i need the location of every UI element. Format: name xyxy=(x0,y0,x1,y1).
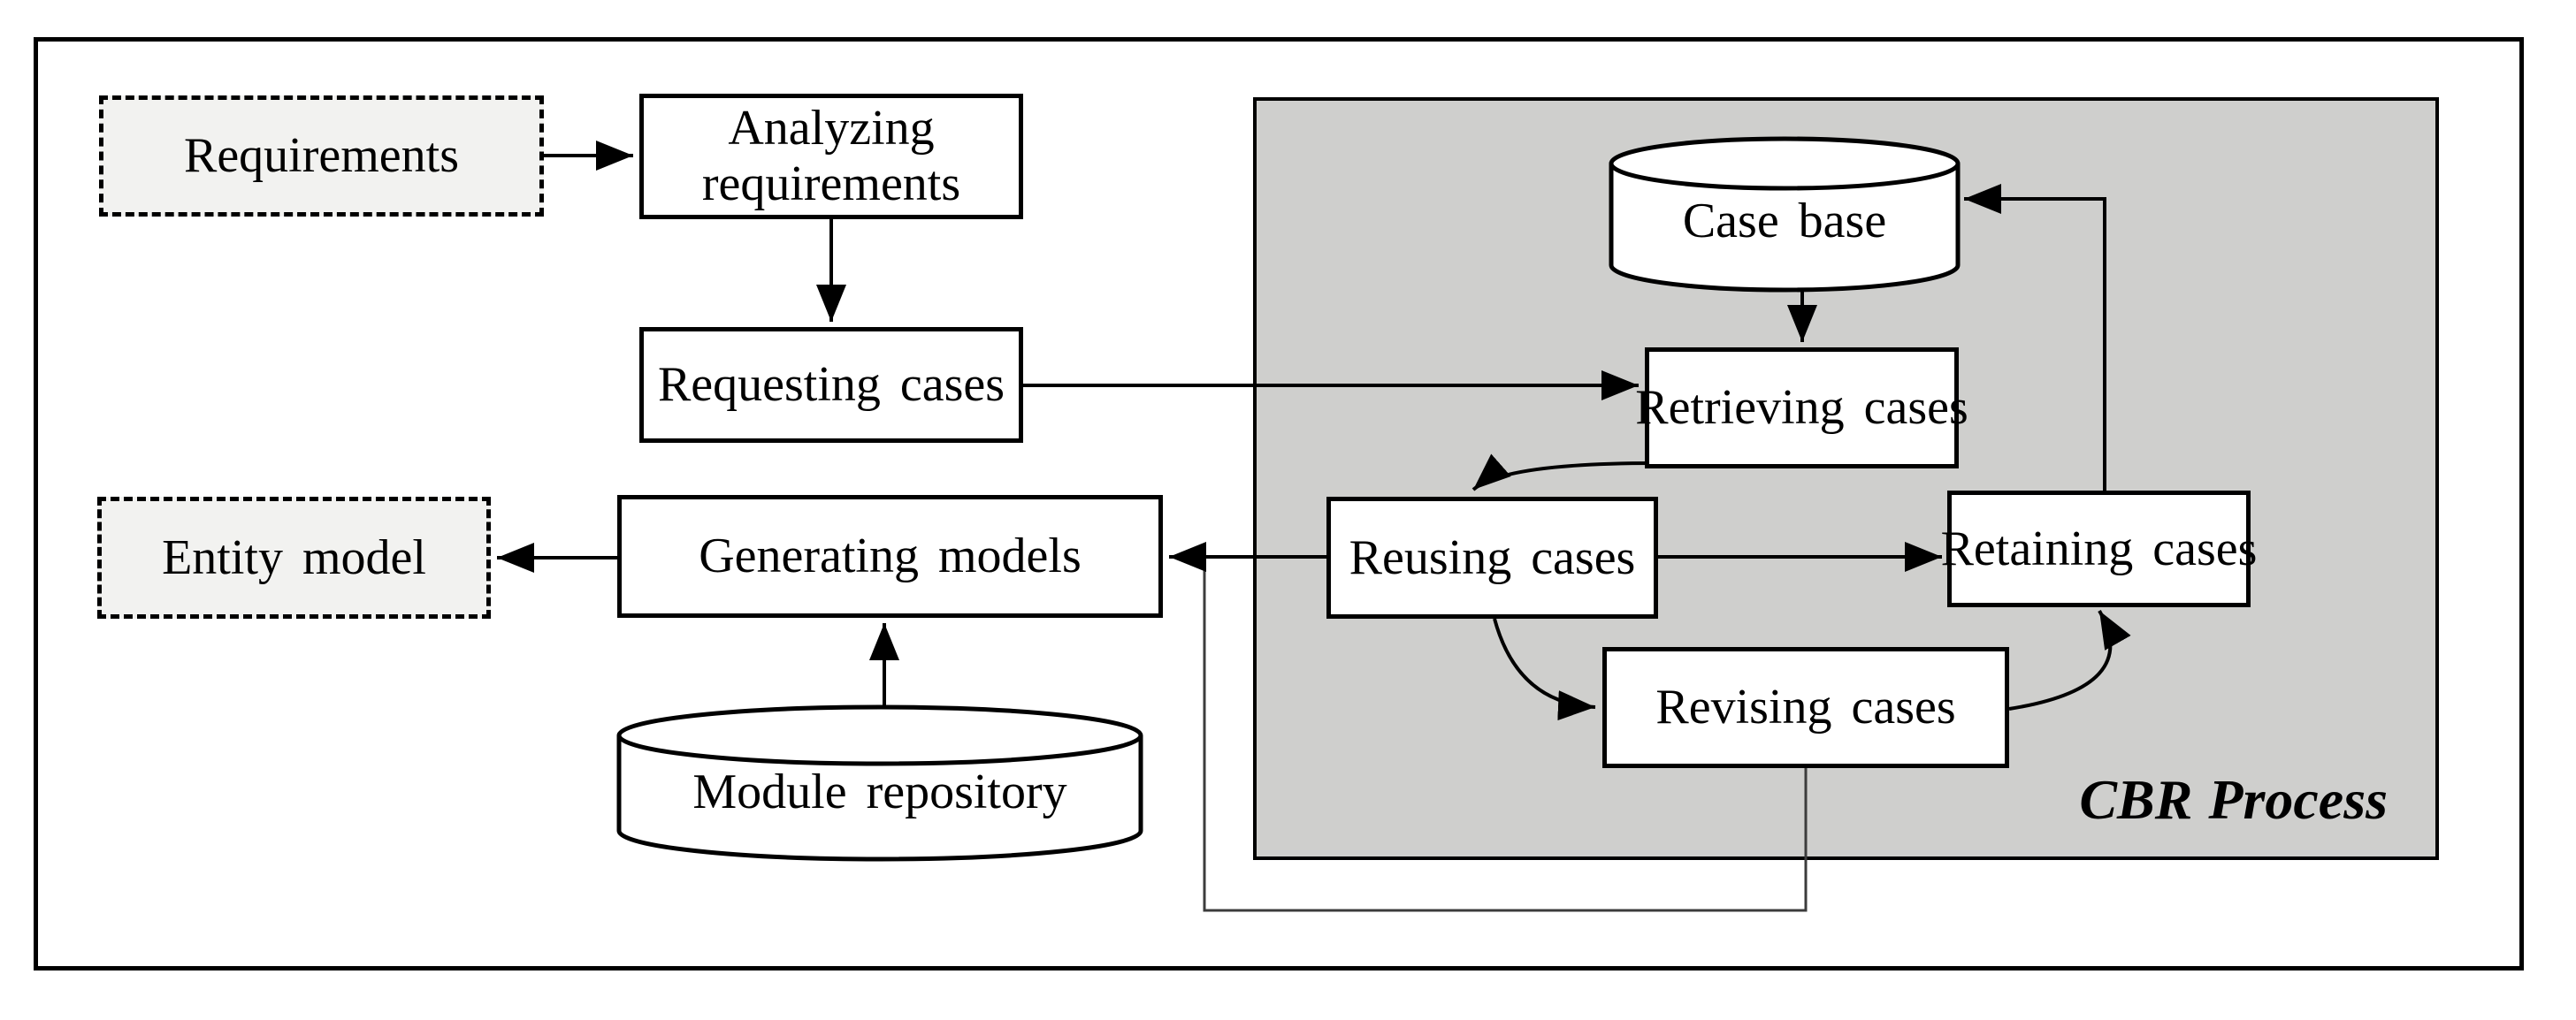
edge-retaining-to-casebase xyxy=(1964,184,2106,491)
node-requirements: Requirements xyxy=(99,95,544,217)
edge-reusing-to-revising xyxy=(1493,618,1596,721)
module-repository-cylinder xyxy=(616,704,1143,862)
node-revising-cases: Revising cases xyxy=(1602,647,2009,768)
node-generating-models: Generating models xyxy=(617,495,1163,618)
node-reusing-cases: Reusing cases xyxy=(1326,497,1658,619)
node-retaining-cases: Retaining cases xyxy=(1941,491,2257,607)
module-repository-label: Module repository xyxy=(692,764,1067,819)
node-retrieving-cases: Retrieving cases xyxy=(1635,347,1968,468)
node-requesting-cases: Requesting cases xyxy=(639,327,1023,443)
node-analyzing-requirements: Analyzing requirements xyxy=(639,94,1023,219)
cbr-process-caption: CBR Process xyxy=(2079,768,2388,831)
node-entity-model: Entity model xyxy=(97,497,491,619)
case-base-cylinder xyxy=(1609,136,1961,293)
edge-retrieving-to-reusing xyxy=(1471,453,1656,491)
edge-revising-to-retaining xyxy=(2008,610,2131,711)
case-base-label: Case base xyxy=(1682,194,1887,248)
edge-revising-to-generating-feedback xyxy=(1203,560,1808,912)
